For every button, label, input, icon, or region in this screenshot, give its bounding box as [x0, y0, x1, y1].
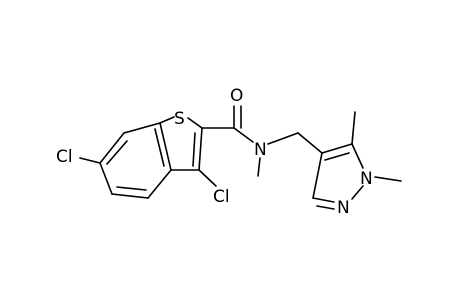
bond-c7-c6 — [99, 132, 125, 164]
atom-s-1: S — [174, 109, 185, 129]
bond-c3-n2 — [312, 197, 335, 203]
atom-cl-3: Cl — [213, 187, 230, 207]
bond-c3-n2-inner — [316, 205, 335, 210]
bond-c6-c5 — [99, 162, 113, 195]
bond-c5-methyl — [351, 111, 356, 145]
bond-c5-c4-inner — [116, 186, 147, 191]
bond-s-c2 — [187, 117, 203, 129]
bond-c4-c3a — [147, 169, 172, 199]
bond-ccarbonyl-n — [233, 127, 254, 143]
bond-c5-c4 — [111, 193, 149, 199]
bond-c7-c6-inner — [106, 140, 128, 165]
atom-n-1-pyrazole: N — [360, 169, 373, 189]
atom-o: O — [230, 86, 243, 106]
bond-c3a-c7a-inner — [154, 128, 165, 167]
bond-c4-c5 — [321, 143, 353, 154]
atom-n-amide: N — [254, 140, 267, 160]
bond-c4-c5-inner — [324, 152, 350, 161]
bond-c3-cl — [198, 169, 217, 187]
bond-c3a-c7a — [159, 122, 172, 171]
bond-n-ch2 — [267, 132, 299, 145]
bond-n-methyl — [257, 157, 261, 177]
bond-c3-c4 — [312, 152, 323, 199]
bond-c2-c3-inner — [192, 132, 196, 167]
bond-ch2-c4pz — [297, 132, 323, 154]
bond-c7a-s — [159, 116, 175, 124]
bond-n1-methyl — [374, 176, 402, 182]
bond-c2-c3 — [198, 127, 203, 171]
atom-n-2-pyrazole: N — [337, 198, 350, 218]
bond-n1-n2 — [351, 185, 364, 200]
bond-c7a-c7 — [123, 122, 161, 134]
atom-cl-6: Cl — [56, 147, 73, 167]
bond-c6-cl — [79, 157, 101, 164]
bond-c5-n1 — [351, 143, 364, 169]
